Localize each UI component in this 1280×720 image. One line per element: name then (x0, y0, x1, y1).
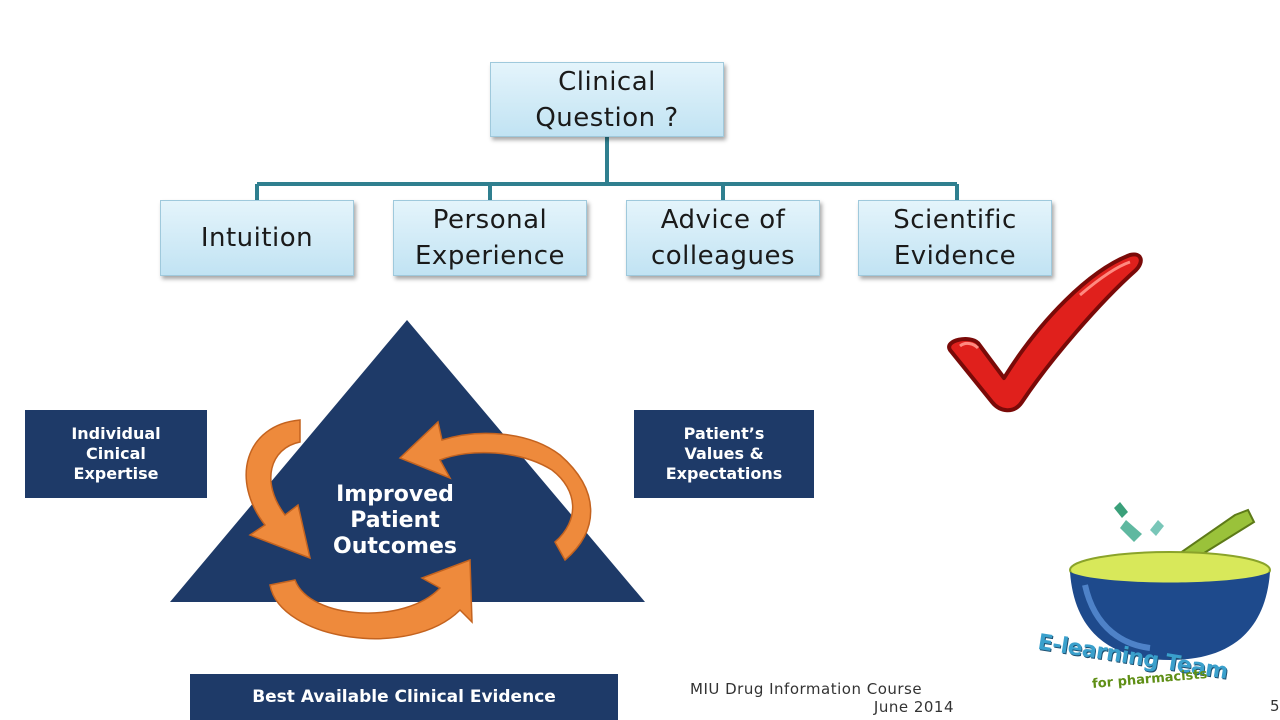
page-number: 5 (1270, 697, 1280, 715)
intuition-label: Intuition (200, 223, 314, 253)
patient-values-box: Patient’s Values & Expectations (634, 410, 814, 498)
arrow-bottom (269, 558, 473, 640)
checkmark-icon (947, 252, 1143, 413)
clinical-question-label: Clinical Question ? (535, 66, 679, 133)
advice-of-colleagues-box: Advice of colleagues (626, 200, 820, 276)
tree-connectors (255, 137, 959, 200)
arrow-right (398, 420, 592, 562)
patient-values-label: Patient’s Values & Expectations (665, 424, 783, 483)
ebm-triangle-diagram (170, 320, 645, 640)
best-evidence-label: Best Available Clinical Evidence (252, 687, 556, 707)
footer-date: June 2014 (873, 698, 954, 716)
arrow-left (245, 419, 312, 560)
footer-course: MIU Drug Information Course (690, 680, 923, 698)
scientific-evidence-box: Scientific Evidence (858, 200, 1052, 276)
intuition-box: Intuition (160, 200, 354, 276)
clinical-question-box: Clinical Question ? (490, 62, 724, 137)
advice-of-colleagues-label: Advice of colleagues (650, 205, 796, 271)
scientific-evidence-label: Scientific Evidence (893, 205, 1017, 271)
footer: MIU Drug Information Course June 2014 (690, 680, 954, 716)
best-evidence-box: Best Available Clinical Evidence (190, 674, 618, 720)
personal-experience-label: Personal Experience (415, 205, 565, 271)
improved-patient-outcomes-label: Improved Patient Outcomes (333, 482, 457, 559)
personal-experience-box: Personal Experience (393, 200, 587, 276)
individual-expertise-label: Individual Cinical Expertise (71, 424, 161, 483)
mortar-pestle-logo-icon (1069, 502, 1271, 660)
individual-expertise-box: Individual Cinical Expertise (25, 410, 207, 498)
